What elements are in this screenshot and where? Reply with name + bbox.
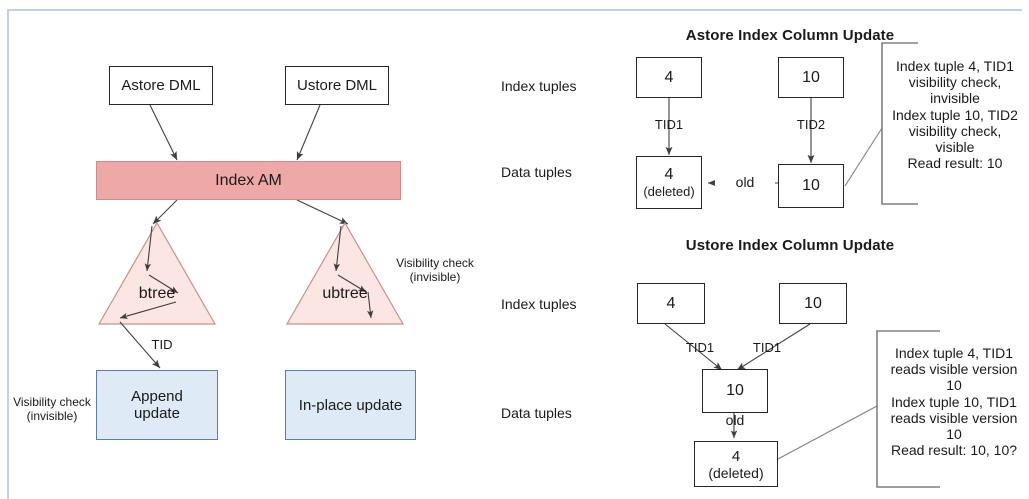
ustore-edge-label-tid1-left: TID1	[685, 340, 715, 355]
astore-section-title: Astore Index Column Update	[685, 27, 895, 44]
ustore-data-tuple-4-value: 4	[731, 447, 741, 465]
astore-old-edge-label: old	[715, 174, 775, 191]
inplace-update-box[interactable]: In-place update	[285, 370, 416, 440]
ustore-callout-line-2: 10	[946, 377, 962, 394]
ustore-callout-bracket	[876, 330, 940, 488]
ustore-row-label-index-tuples: Index tuples	[501, 296, 577, 312]
index-am-bar[interactable]: Index AM	[96, 161, 401, 200]
edge-indexam-to-btree	[152, 199, 178, 225]
astore-edge-label-tid1: TID1	[654, 117, 684, 132]
ustore-old-edge-label: old	[725, 412, 745, 428]
astore-data-tuple-4-value: 4	[664, 166, 674, 183]
btree-triangle	[97, 221, 217, 325]
visibility-right-line-1: Visibility check	[396, 256, 474, 270]
astore-index-tuple-10-value: 10	[802, 68, 820, 86]
visibility-check-left-label: Visibility check (invisible)	[6, 395, 98, 423]
ustore-callout-line-6: Read result: 10, 10?	[890, 442, 1018, 459]
astore-callout-line-3: Index tuple 10, TID2	[892, 106, 1018, 123]
astore-callout-line-6: Read result: 10	[907, 155, 1003, 172]
ubtree-traversal-path	[333, 225, 342, 272]
ustore-callout-line-0: Index tuple 4, TID1	[894, 345, 1014, 361]
ustore-callout-line-3: Index tuple 10, TID1	[891, 393, 1017, 410]
astore-dml-label: Astore DML	[121, 77, 201, 94]
append-update-line-1: Append	[131, 388, 183, 405]
astore-index-tuple-10[interactable]: 10	[778, 57, 844, 98]
ustore-data-tuple-4-deleted[interactable]: 4 (deleted)	[694, 441, 778, 487]
ubtree-label: ubtree	[322, 285, 368, 302]
edge-ustore-idx4-to-data10	[664, 323, 723, 371]
visibility-left-line-1: Visibility check	[13, 395, 91, 409]
ustore-callout-leader	[777, 405, 878, 460]
btree-traversal-path	[144, 225, 153, 272]
ustore-data-tuple-4-state: (deleted)	[708, 464, 764, 481]
ustore-data-tuple-10-value: 10	[726, 382, 744, 399]
btree-traversal-path-3	[119, 301, 177, 320]
ustore-callout-line-5: 10	[946, 426, 962, 443]
astore-callout-line-5: visible	[935, 139, 975, 156]
edge-astore-to-indexam	[149, 104, 178, 161]
edge-ustore-to-indexam	[296, 104, 321, 161]
ustore-callout: Index tuple 4, TID1 reads visible versio…	[879, 345, 1029, 459]
astore-edge-label-tid2: TID2	[796, 117, 826, 132]
astore-data-tuple-10-value: 10	[802, 177, 820, 194]
ustore-row-label-data-tuples: Data tuples	[501, 405, 572, 421]
ustore-callout-line-4: reads visible version	[890, 409, 1018, 426]
ustore-index-tuple-10-value: 10	[804, 294, 822, 312]
inplace-update-label: In-place update	[298, 396, 403, 414]
btree-label: btree	[138, 285, 176, 302]
tid-edge-label: TID	[151, 337, 173, 352]
visibility-right-line-2: (invisible)	[409, 270, 461, 285]
astore-data-tuple-4-deleted[interactable]: 4 (deleted)	[636, 156, 702, 209]
index-am-label: Index AM	[215, 171, 282, 189]
astore-callout-line-0: Index tuple 4, TID1	[895, 58, 1015, 74]
ustore-index-tuple-4[interactable]: 4	[637, 283, 705, 324]
astore-row-label-index-tuples: Index tuples	[501, 78, 577, 94]
ubtree-traversal-path-3	[366, 291, 374, 319]
ubtree-traversal-path-2	[337, 274, 367, 293]
ustore-index-tuple-4-value: 4	[666, 294, 676, 312]
astore-callout-line-4: visibility check,	[908, 122, 1002, 139]
ustore-callout-line-1: reads visible version	[890, 361, 1018, 378]
astore-data-tuple-4-state: (deleted)	[643, 184, 695, 199]
astore-callout-line-2: invisible	[930, 90, 980, 107]
ustore-data-tuple-10[interactable]: 10	[702, 369, 768, 413]
append-update-line-2: update	[134, 405, 180, 422]
astore-callout: Index tuple 4, TID1 visibility check, in…	[884, 58, 1026, 172]
edge-ustore-idx10-to-data10	[736, 323, 811, 371]
astore-callout-bracket	[881, 42, 918, 205]
edge-btree-to-append	[119, 321, 161, 369]
ustore-edge-label-tid1-right: TID1	[752, 340, 782, 355]
visibility-left-line-2: (invisible)	[26, 409, 78, 424]
ustore-section-title: Ustore Index Column Update	[685, 237, 895, 254]
astore-index-tuple-4[interactable]: 4	[636, 57, 702, 98]
ustore-dml-label: Ustore DML	[296, 77, 378, 94]
btree-traversal-path-2	[148, 274, 179, 294]
astore-callout-leader	[844, 127, 883, 187]
ubtree-triangle	[285, 221, 405, 325]
astore-data-tuple-10[interactable]: 10	[778, 164, 844, 208]
astore-dml-box[interactable]: Astore DML	[109, 66, 213, 105]
astore-row-label-data-tuples: Data tuples	[501, 164, 572, 180]
edge-indexam-to-ubtree	[296, 199, 349, 225]
astore-callout-line-1: visibility check,	[908, 74, 1002, 91]
astore-index-tuple-4-value: 4	[664, 68, 674, 86]
visibility-check-right-label: Visibility check (invisible)	[379, 256, 491, 284]
ustore-dml-box[interactable]: Ustore DML	[285, 66, 389, 105]
ustore-index-tuple-10[interactable]: 10	[779, 283, 847, 324]
append-update-box[interactable]: Append update	[96, 370, 218, 440]
